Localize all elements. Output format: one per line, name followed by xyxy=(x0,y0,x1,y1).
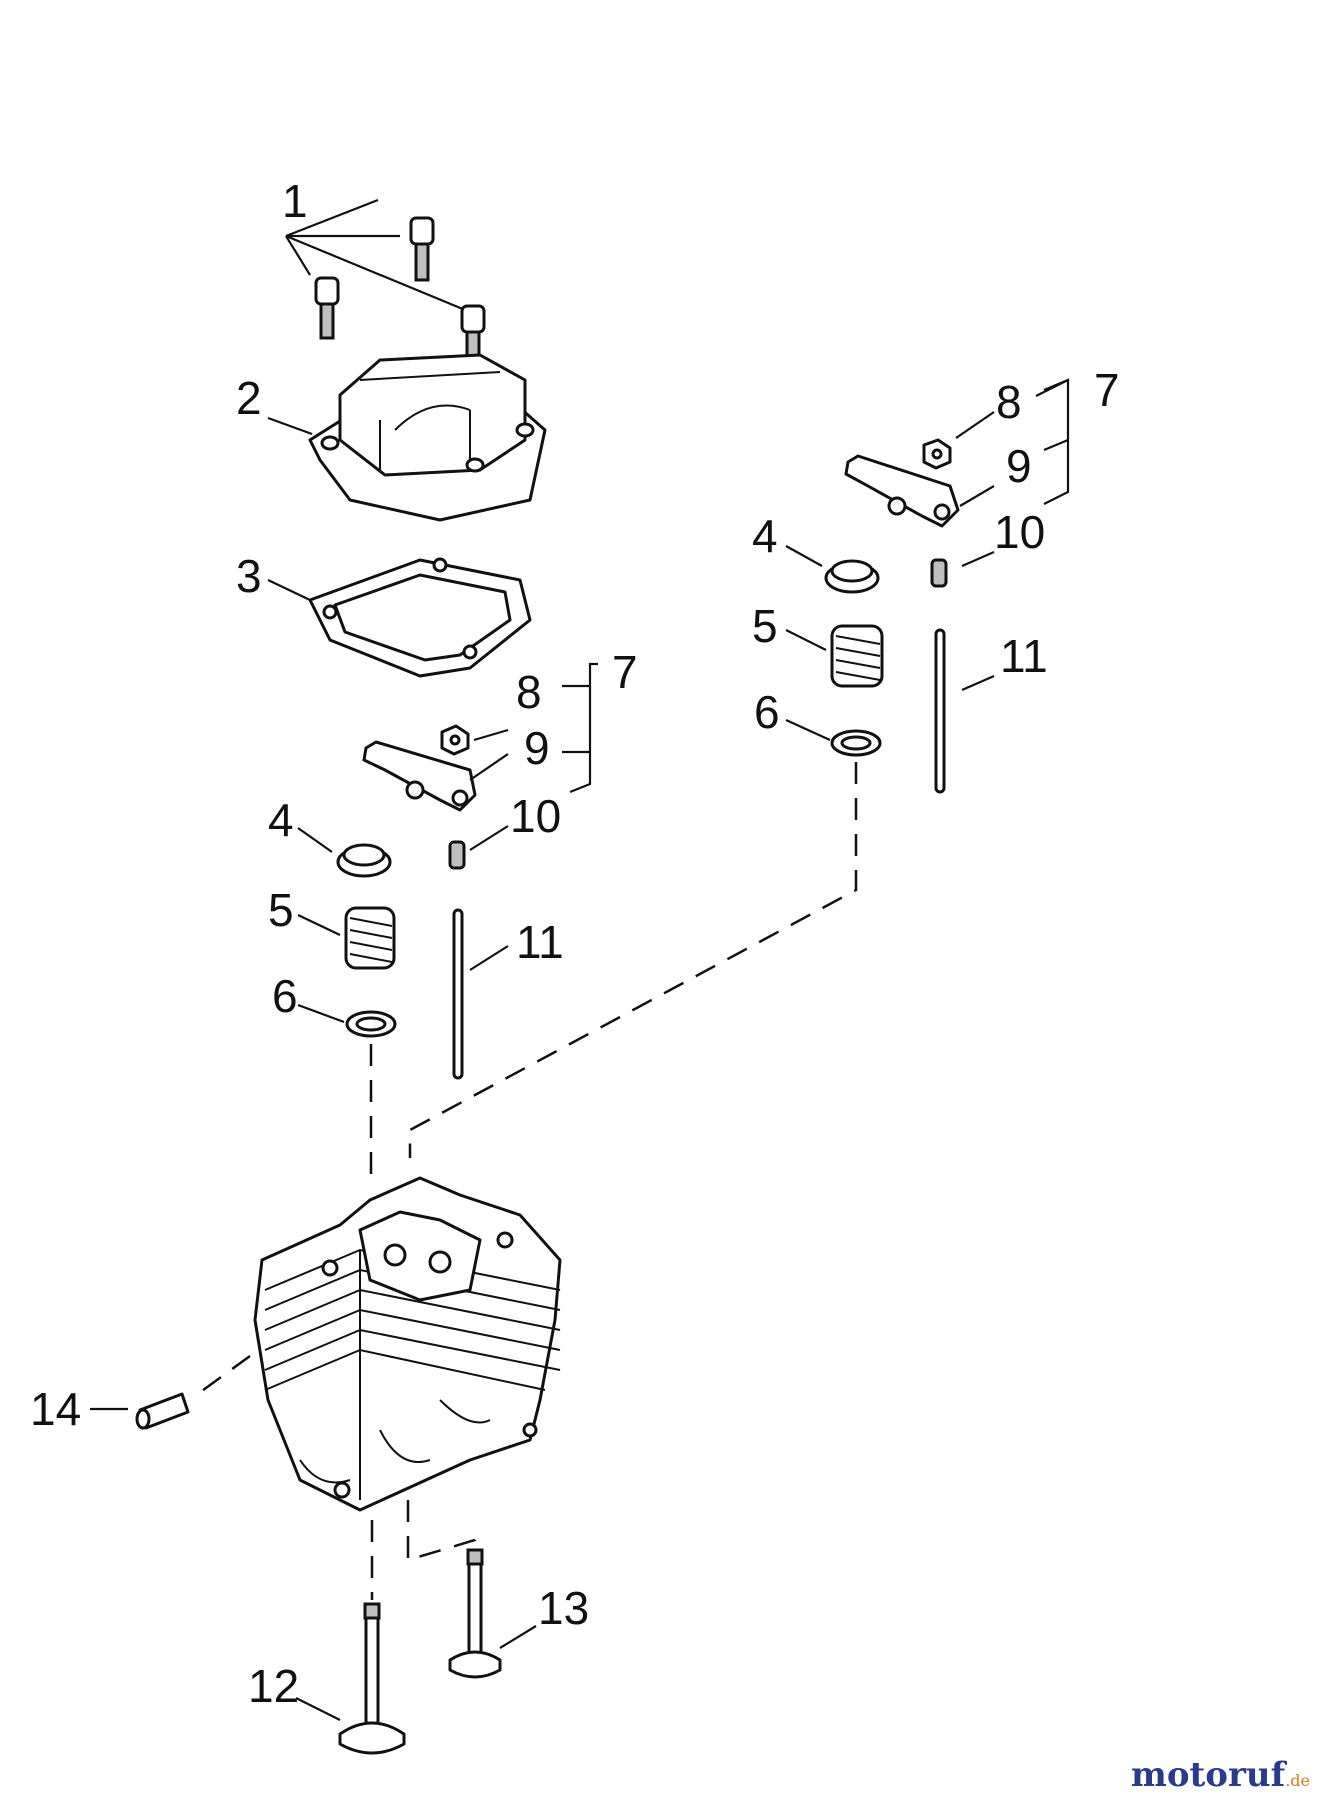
callout-5: 5 xyxy=(268,884,294,936)
callout-10: 10 xyxy=(994,506,1045,558)
callout-6: 6 xyxy=(272,970,298,1022)
spring-seat-washer xyxy=(830,729,882,757)
dowel-pin xyxy=(135,1392,190,1430)
valve-cover xyxy=(308,353,547,522)
callout-10: 10 xyxy=(510,790,561,842)
callout-14: 14 xyxy=(30,1383,81,1435)
valve-cover-gasket xyxy=(308,557,532,678)
watermark-logo: motoruf.de xyxy=(1131,1755,1310,1795)
bolt xyxy=(314,276,340,340)
callout-8: 8 xyxy=(996,376,1022,428)
rocker-arm xyxy=(362,740,477,812)
callout-5: 5 xyxy=(752,600,778,652)
callout-9: 9 xyxy=(1006,440,1032,492)
rocker-arm xyxy=(844,454,960,528)
bolt xyxy=(409,216,435,282)
leader-lines xyxy=(90,378,1070,1721)
watermark-suffix: .de xyxy=(1285,1771,1310,1790)
callout-6: 6 xyxy=(754,686,780,738)
push-rod xyxy=(934,628,946,794)
spring-seat-washer xyxy=(345,1010,397,1038)
intake-valve xyxy=(338,1602,406,1755)
callout-7: 7 xyxy=(1094,364,1120,416)
callouts: 1 2 3 8 7 9 10 4 5 11 6 8 7 9 10 4 5 11 … xyxy=(30,175,1120,1712)
cylinder-head xyxy=(253,1176,562,1512)
svg-text:motoruf.de: motoruf.de xyxy=(1131,1755,1310,1795)
exhaust-valve xyxy=(448,1548,502,1679)
bolt xyxy=(460,304,486,370)
spring-retainer xyxy=(336,843,392,878)
spring-retainer xyxy=(824,559,880,594)
callout-2: 2 xyxy=(236,372,262,424)
rocker-nut xyxy=(440,724,470,756)
rocker-pivot-adjuster xyxy=(448,840,466,870)
push-rod xyxy=(452,908,464,1080)
callout-13: 13 xyxy=(538,1582,589,1634)
callout-4: 4 xyxy=(752,510,778,562)
assembly-lines xyxy=(194,762,858,1600)
callout-8: 8 xyxy=(516,666,542,718)
callout-12: 12 xyxy=(248,1660,299,1712)
valve-spring xyxy=(830,624,884,688)
rocker-pivot-adjuster xyxy=(930,558,948,588)
callout-9: 9 xyxy=(524,722,550,774)
callout-4: 4 xyxy=(268,794,294,846)
callout-3: 3 xyxy=(236,550,262,602)
callout-7: 7 xyxy=(612,646,638,698)
rocker-nut xyxy=(922,438,952,470)
bolt-group xyxy=(285,198,486,370)
callout-11: 11 xyxy=(1000,630,1048,682)
watermark-text: motoruf xyxy=(1131,1755,1288,1795)
callout-11: 11 xyxy=(516,916,564,968)
callout-1: 1 xyxy=(282,175,308,227)
valve-spring xyxy=(344,906,396,970)
